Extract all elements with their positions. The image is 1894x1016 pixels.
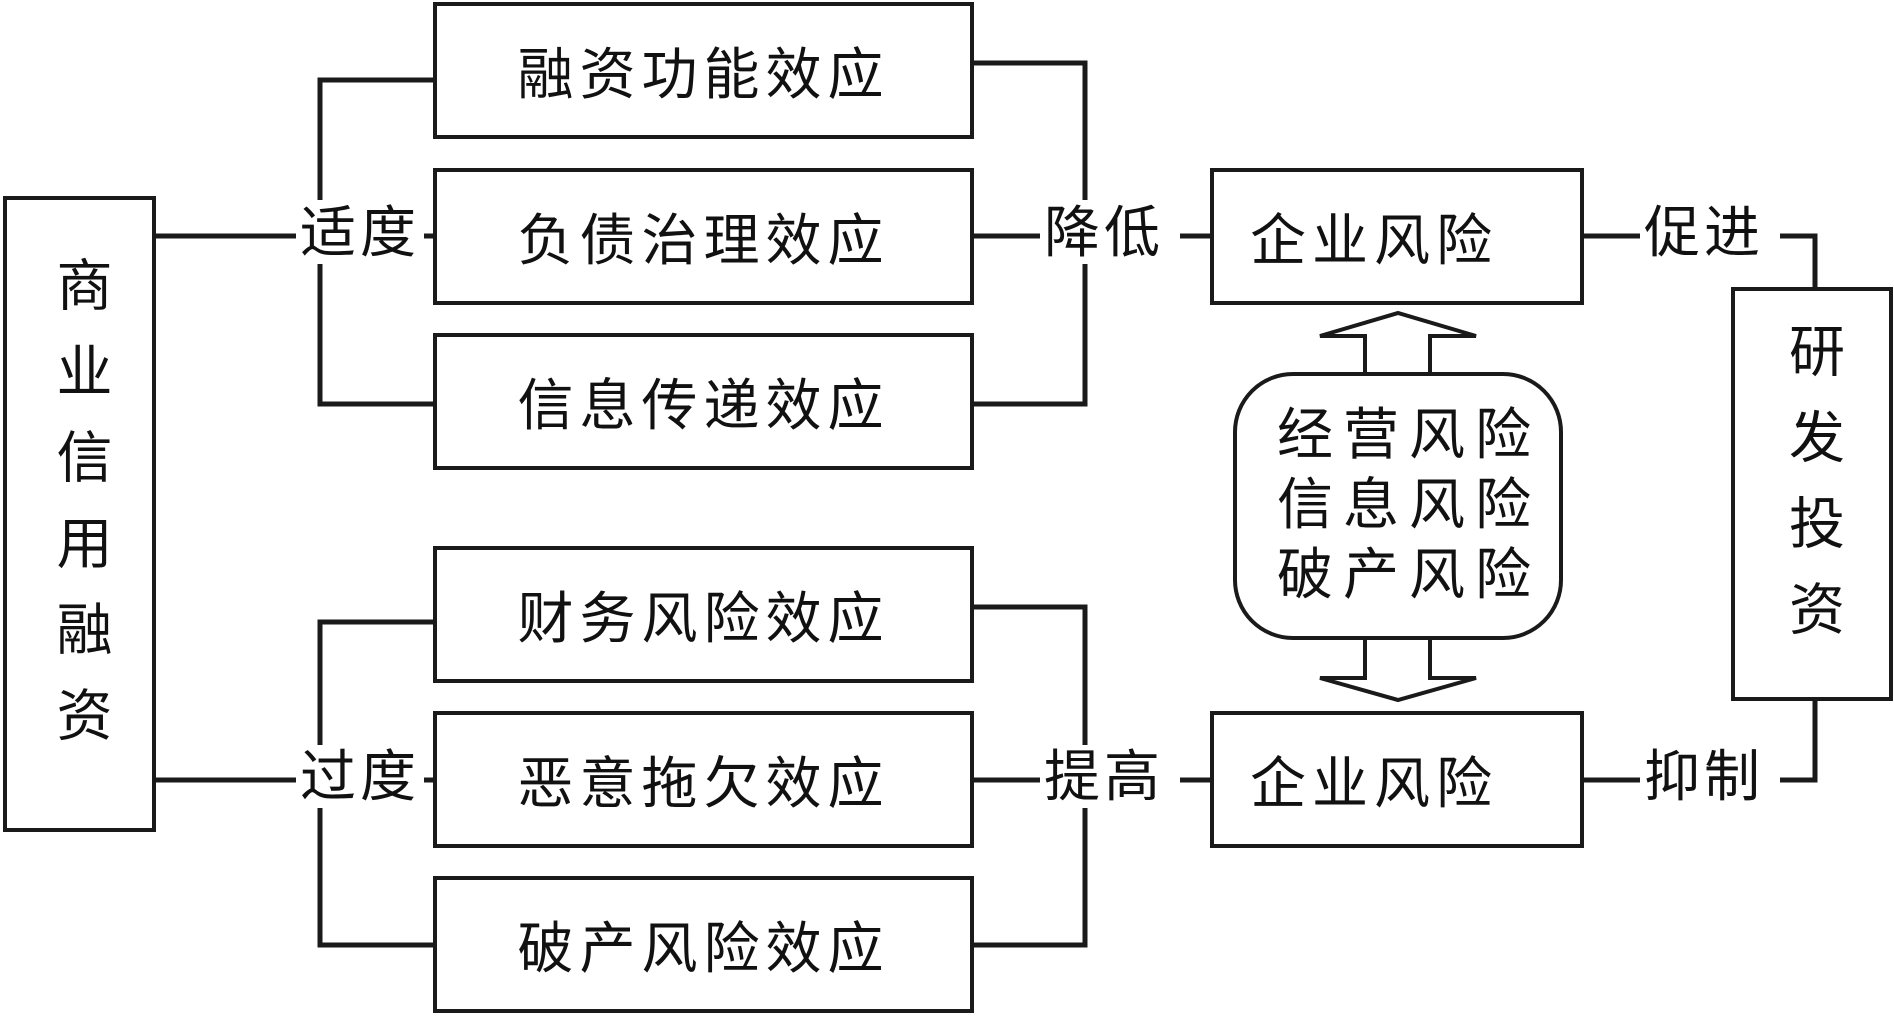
- bracket-moderate-right-top: [973, 60, 1088, 200]
- effect-label: 财务风险效应: [517, 587, 890, 652]
- outcome-label: 研发投资: [1779, 322, 1845, 666]
- effect-label: 破产风险效应: [517, 917, 890, 982]
- effect-box: 财务风险效应: [433, 546, 974, 683]
- bracket-moderate-top: [317, 77, 433, 200]
- outcome-box: 研发投资: [1731, 287, 1893, 701]
- enterprise-risk-box-bottom: 企业风险: [1210, 711, 1584, 848]
- source-label: 商业信用融资: [47, 256, 112, 772]
- bracket-excessive-right-bottom: [973, 808, 1088, 948]
- risk-types-box: 经营风险 信息风险 破产风险: [1233, 372, 1563, 640]
- excessive-label: 过度: [296, 748, 424, 808]
- source-box: 商业信用融资: [3, 196, 156, 832]
- line-promote: [1780, 233, 1818, 288]
- arrow-up-icon: [1319, 310, 1477, 376]
- bracket-moderate-bottom: [317, 262, 433, 407]
- effect-label: 融资功能效应: [517, 43, 890, 108]
- reduce-label: 降低: [1040, 204, 1168, 264]
- bracket-excessive-bottom: [317, 808, 433, 948]
- promote-label: 促进: [1640, 204, 1768, 264]
- effect-label: 信息传递效应: [517, 374, 890, 439]
- effect-box: 破产风险效应: [433, 876, 974, 1013]
- inhibit-label: 抑制: [1640, 748, 1768, 808]
- line-inhibit: [1780, 700, 1818, 783]
- effect-label: 恶意拖欠效应: [517, 752, 890, 817]
- effect-box: 负债治理效应: [433, 168, 974, 305]
- enterprise-risk-box-top: 企业风险: [1210, 168, 1584, 305]
- effect-box: 恶意拖欠效应: [433, 711, 974, 848]
- enterprise-risk-label: 企业风险: [1250, 752, 1498, 817]
- increase-label: 提高: [1040, 748, 1168, 808]
- bracket-moderate-right-bottom: [973, 262, 1088, 407]
- enterprise-risk-label: 企业风险: [1250, 209, 1498, 274]
- bracket-excessive-right-top: [973, 604, 1088, 745]
- effect-box: 融资功能效应: [433, 2, 974, 139]
- effect-label: 负债治理效应: [517, 209, 890, 274]
- risk-type: 信息风险: [1277, 473, 1541, 538]
- bracket-excessive-top: [317, 619, 433, 745]
- risk-type: 破产风险: [1277, 543, 1541, 608]
- risk-type: 经营风险: [1277, 403, 1541, 468]
- moderate-label: 适度: [296, 204, 424, 264]
- arrow-down-icon: [1319, 636, 1477, 703]
- effect-box: 信息传递效应: [433, 333, 974, 470]
